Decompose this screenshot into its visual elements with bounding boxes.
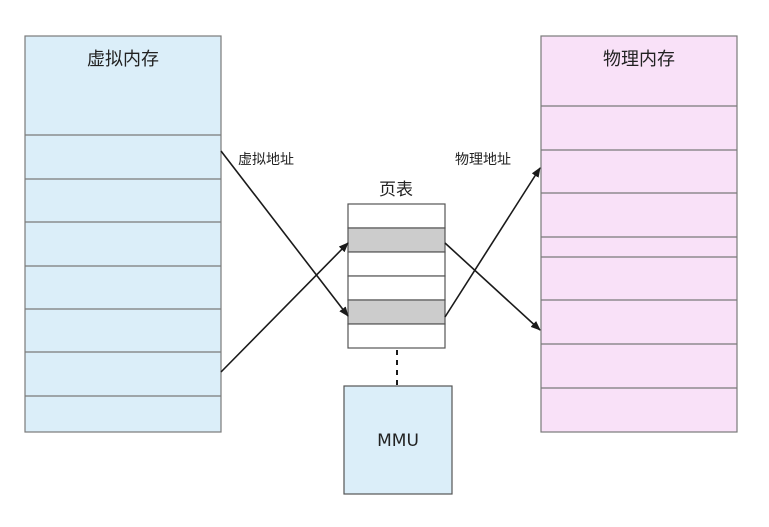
page-table-entry xyxy=(347,323,446,349)
virtual-address-label: 虚拟地址 xyxy=(238,152,294,168)
physical-address-label: 物理地址 xyxy=(455,152,511,168)
mmu-label: MMU xyxy=(377,431,419,451)
mmu-block: MMU xyxy=(343,385,453,495)
physical-memory-block: 物理内存 xyxy=(540,35,738,433)
virtual-memory-block: 虚拟内存 xyxy=(24,35,222,433)
virtual-memory-dividers xyxy=(25,134,221,397)
virtual-memory-box xyxy=(24,35,222,433)
page-table-entry xyxy=(347,275,446,301)
page-table-entry xyxy=(347,203,446,229)
physical-memory-title: 物理内存 xyxy=(603,49,675,70)
page-table-entry-highlighted xyxy=(347,227,446,253)
physical-memory-dividers xyxy=(541,105,737,389)
virtual-memory-title: 虚拟内存 xyxy=(87,49,159,70)
page-table-title: 页表 xyxy=(379,180,413,200)
mmu-box xyxy=(343,385,453,495)
page-table-entry xyxy=(347,251,446,277)
page-table-rows xyxy=(347,203,446,349)
page-table-block: 页表 xyxy=(347,180,446,349)
mapping-arrows xyxy=(220,150,541,373)
page-table-entry-highlighted xyxy=(347,299,446,325)
arrow-table-to-pm-upper xyxy=(444,167,541,318)
arrow-vm-lower-to-table xyxy=(220,242,349,373)
physical-memory-box xyxy=(540,35,738,433)
arrow-table-to-pm-lower xyxy=(444,242,541,331)
arrow-vm-upper-to-table xyxy=(220,150,349,317)
